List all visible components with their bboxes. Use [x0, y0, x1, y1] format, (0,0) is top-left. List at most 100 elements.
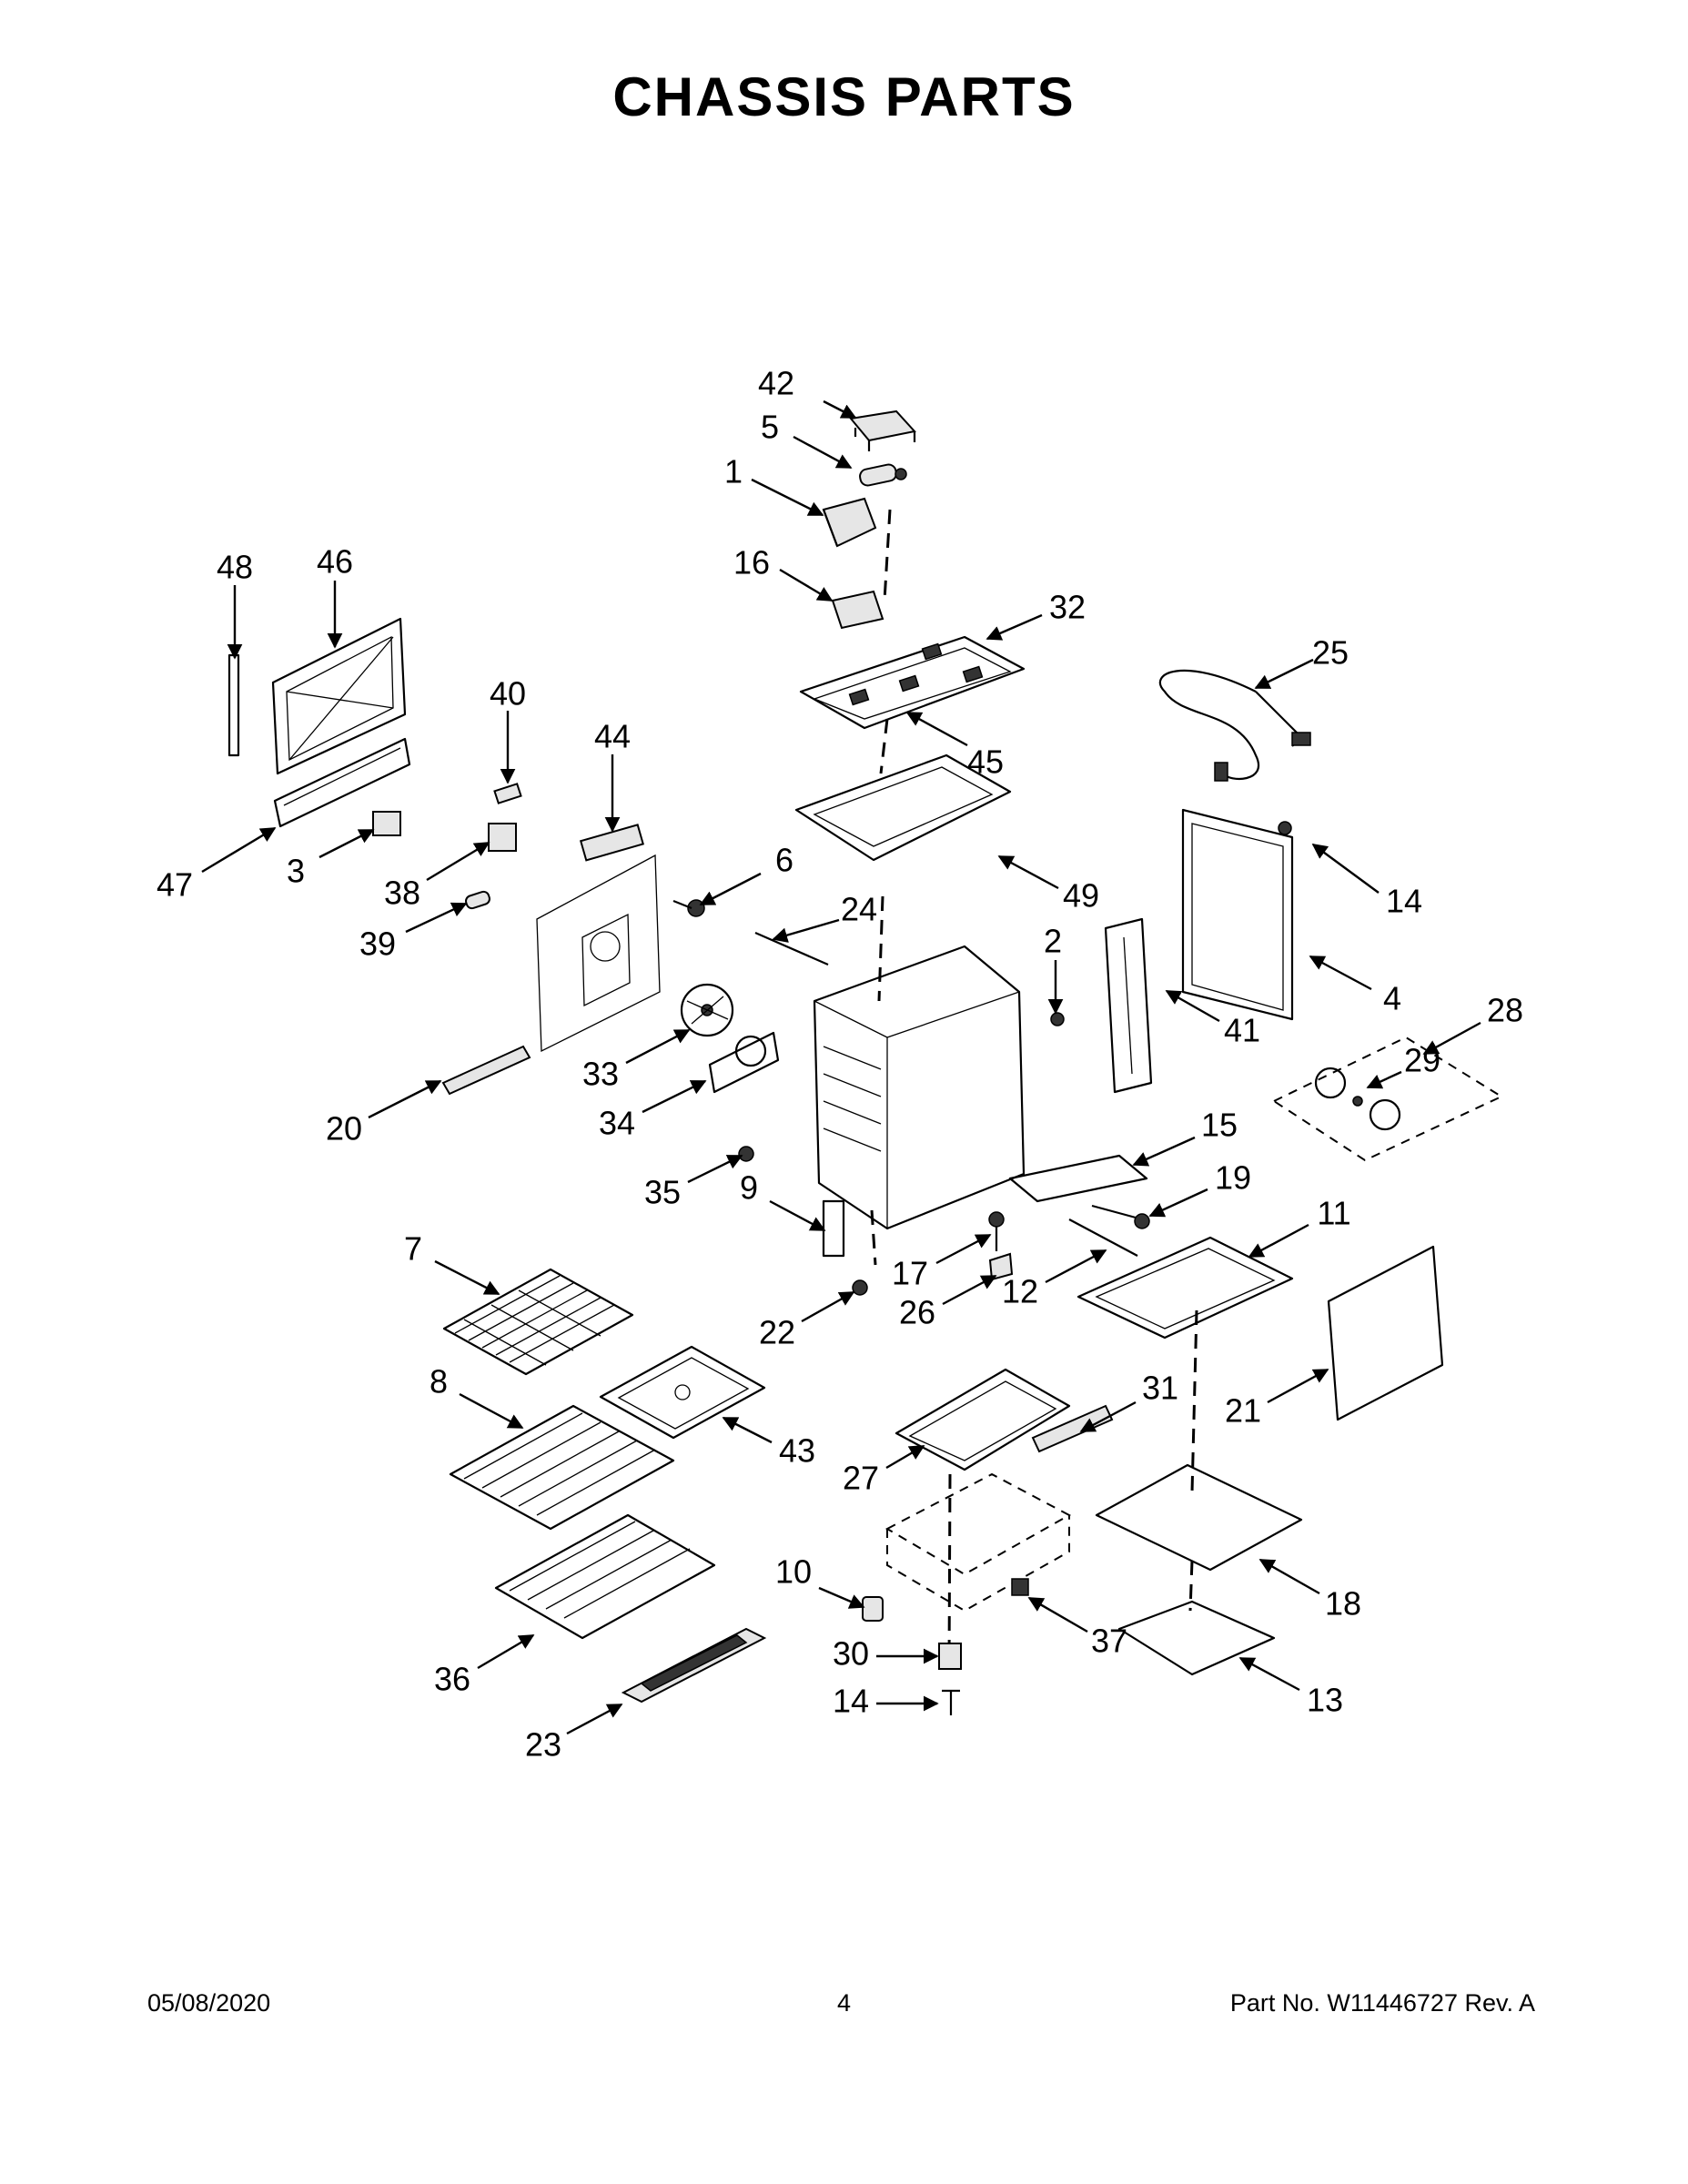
callout-c38: 38 [384, 875, 420, 912]
callout-c3: 3 [287, 853, 305, 890]
foot-part-10 [862, 1596, 884, 1622]
callout-c20: 20 [326, 1110, 362, 1148]
callout-c6: 6 [775, 842, 793, 879]
screw-part-19 [1091, 1204, 1150, 1229]
footer-date: 05/08/2020 [147, 1989, 271, 2017]
door-frame-part-47 [273, 737, 411, 828]
callout-c49: 49 [1063, 877, 1099, 915]
rear-panel [536, 854, 661, 1053]
callout-c13: 13 [1307, 1682, 1343, 1719]
callout-arrow-c4 [1309, 955, 1372, 991]
bracket-part-9 [822, 1199, 845, 1258]
screw-part-14-bottom [942, 1689, 960, 1715]
callout-arrow-c37 [1027, 1596, 1088, 1633]
hinge-cover-part-42 [849, 410, 916, 451]
callout-arrow-c42 [823, 399, 857, 420]
hinge-part-5 [859, 463, 907, 487]
callout-arrow-c8 [459, 1392, 524, 1430]
callout-c22: 22 [759, 1314, 795, 1351]
callout-arrow-c21 [1267, 1368, 1329, 1404]
callout-c15: 15 [1201, 1107, 1238, 1144]
callout-arrow-c45 [905, 711, 968, 747]
callout-arrow-c38 [426, 841, 490, 882]
callout-c14a: 14 [1386, 883, 1422, 920]
screw-part-35 [738, 1146, 754, 1162]
door-gasket-part-21 [1327, 1245, 1444, 1421]
leveler-part-30 [938, 1643, 962, 1670]
callout-c14b: 14 [833, 1683, 869, 1720]
callout-arrow-c6 [699, 872, 762, 906]
callout-c4: 4 [1383, 980, 1401, 1017]
callout-c26: 26 [899, 1294, 935, 1331]
bracket-part-38 [488, 823, 517, 852]
screw-part-22 [852, 1279, 868, 1296]
callout-arrow-c24 [772, 918, 840, 943]
callout-c34: 34 [599, 1105, 635, 1142]
callout-arrow-c18 [1258, 1558, 1320, 1595]
side-panel-part-41 [1104, 917, 1153, 1094]
callout-arrow-c35 [687, 1154, 743, 1184]
callout-c17: 17 [892, 1255, 928, 1292]
callout-c9: 9 [740, 1169, 758, 1207]
callout-c29: 29 [1404, 1042, 1440, 1079]
callout-c39: 39 [359, 925, 396, 963]
callout-arrow-c25 [1254, 658, 1314, 690]
callout-arrow-c47 [201, 826, 277, 874]
insulation-part-18 [1095, 1463, 1303, 1572]
callout-c27: 27 [843, 1460, 879, 1497]
callout-arrow-c16 [779, 568, 834, 602]
callout-c18: 18 [1325, 1585, 1361, 1623]
pin-part-39 [465, 890, 490, 910]
callout-arrow-c3 [318, 828, 375, 859]
callout-arrow-c41 [1165, 989, 1220, 1023]
callout-c12: 12 [1002, 1273, 1038, 1310]
callout-arrow-c43 [722, 1416, 773, 1444]
handle-part-31 [1031, 1404, 1114, 1453]
callout-c44: 44 [594, 718, 631, 755]
callout-c40: 40 [490, 675, 526, 713]
callout-arrow-c20 [368, 1079, 442, 1119]
rack-part-7 [442, 1268, 634, 1376]
footer-part-number: Part No. W11446727 Rev. A [1229, 1989, 1535, 2017]
callout-arrow-c13 [1238, 1656, 1300, 1692]
callout-c23: 23 [525, 1726, 561, 1764]
slide-rack-part-36 [494, 1513, 716, 1640]
callout-c5: 5 [761, 409, 779, 446]
oven-cavity [813, 945, 1026, 1230]
footer-page-number: 4 [836, 1989, 852, 2017]
callout-c25: 25 [1312, 634, 1349, 672]
drawer-frame-part-27 [895, 1368, 1071, 1471]
callout-arrow-c14a [1311, 844, 1380, 894]
callout-c2: 2 [1044, 923, 1062, 960]
callout-c11: 11 [1317, 1195, 1350, 1232]
callout-arrow-c17 [935, 1233, 992, 1265]
callout-arrow-c49 [997, 854, 1059, 890]
door-frame-part-4 [1181, 808, 1294, 1021]
callout-arrow-c5 [793, 435, 853, 470]
broiler-pan-part-11 [1076, 1236, 1294, 1340]
callout-arrow-c15 [1132, 1136, 1196, 1167]
callout-c45: 45 [967, 743, 1004, 781]
plug-part-2 [1050, 1012, 1065, 1026]
rod-part-24 [754, 931, 829, 966]
callout-arrow-c22 [801, 1290, 855, 1323]
tray-part-43 [599, 1345, 766, 1440]
callout-arrow-c11 [1248, 1223, 1309, 1259]
callout-c1: 1 [724, 453, 743, 490]
wire-part-12 [1068, 1218, 1138, 1257]
power-cord-part-25 [1158, 669, 1311, 782]
callout-arrow-c27 [885, 1444, 925, 1470]
callout-c47: 47 [157, 866, 193, 904]
knob-assembly-part-28 [1271, 1036, 1504, 1162]
callout-c37: 37 [1091, 1623, 1127, 1660]
door-panel-part-46 [271, 617, 407, 775]
callout-c19: 19 [1215, 1159, 1251, 1197]
hinge-bracket-part-16 [831, 590, 884, 630]
callout-arrow-c32 [986, 613, 1043, 641]
callout-c41: 41 [1224, 1012, 1260, 1049]
screw-part-6 [672, 899, 705, 917]
callout-arrow-c10 [818, 1586, 865, 1609]
callout-c42: 42 [758, 365, 794, 402]
rack-part-8 [449, 1404, 675, 1531]
